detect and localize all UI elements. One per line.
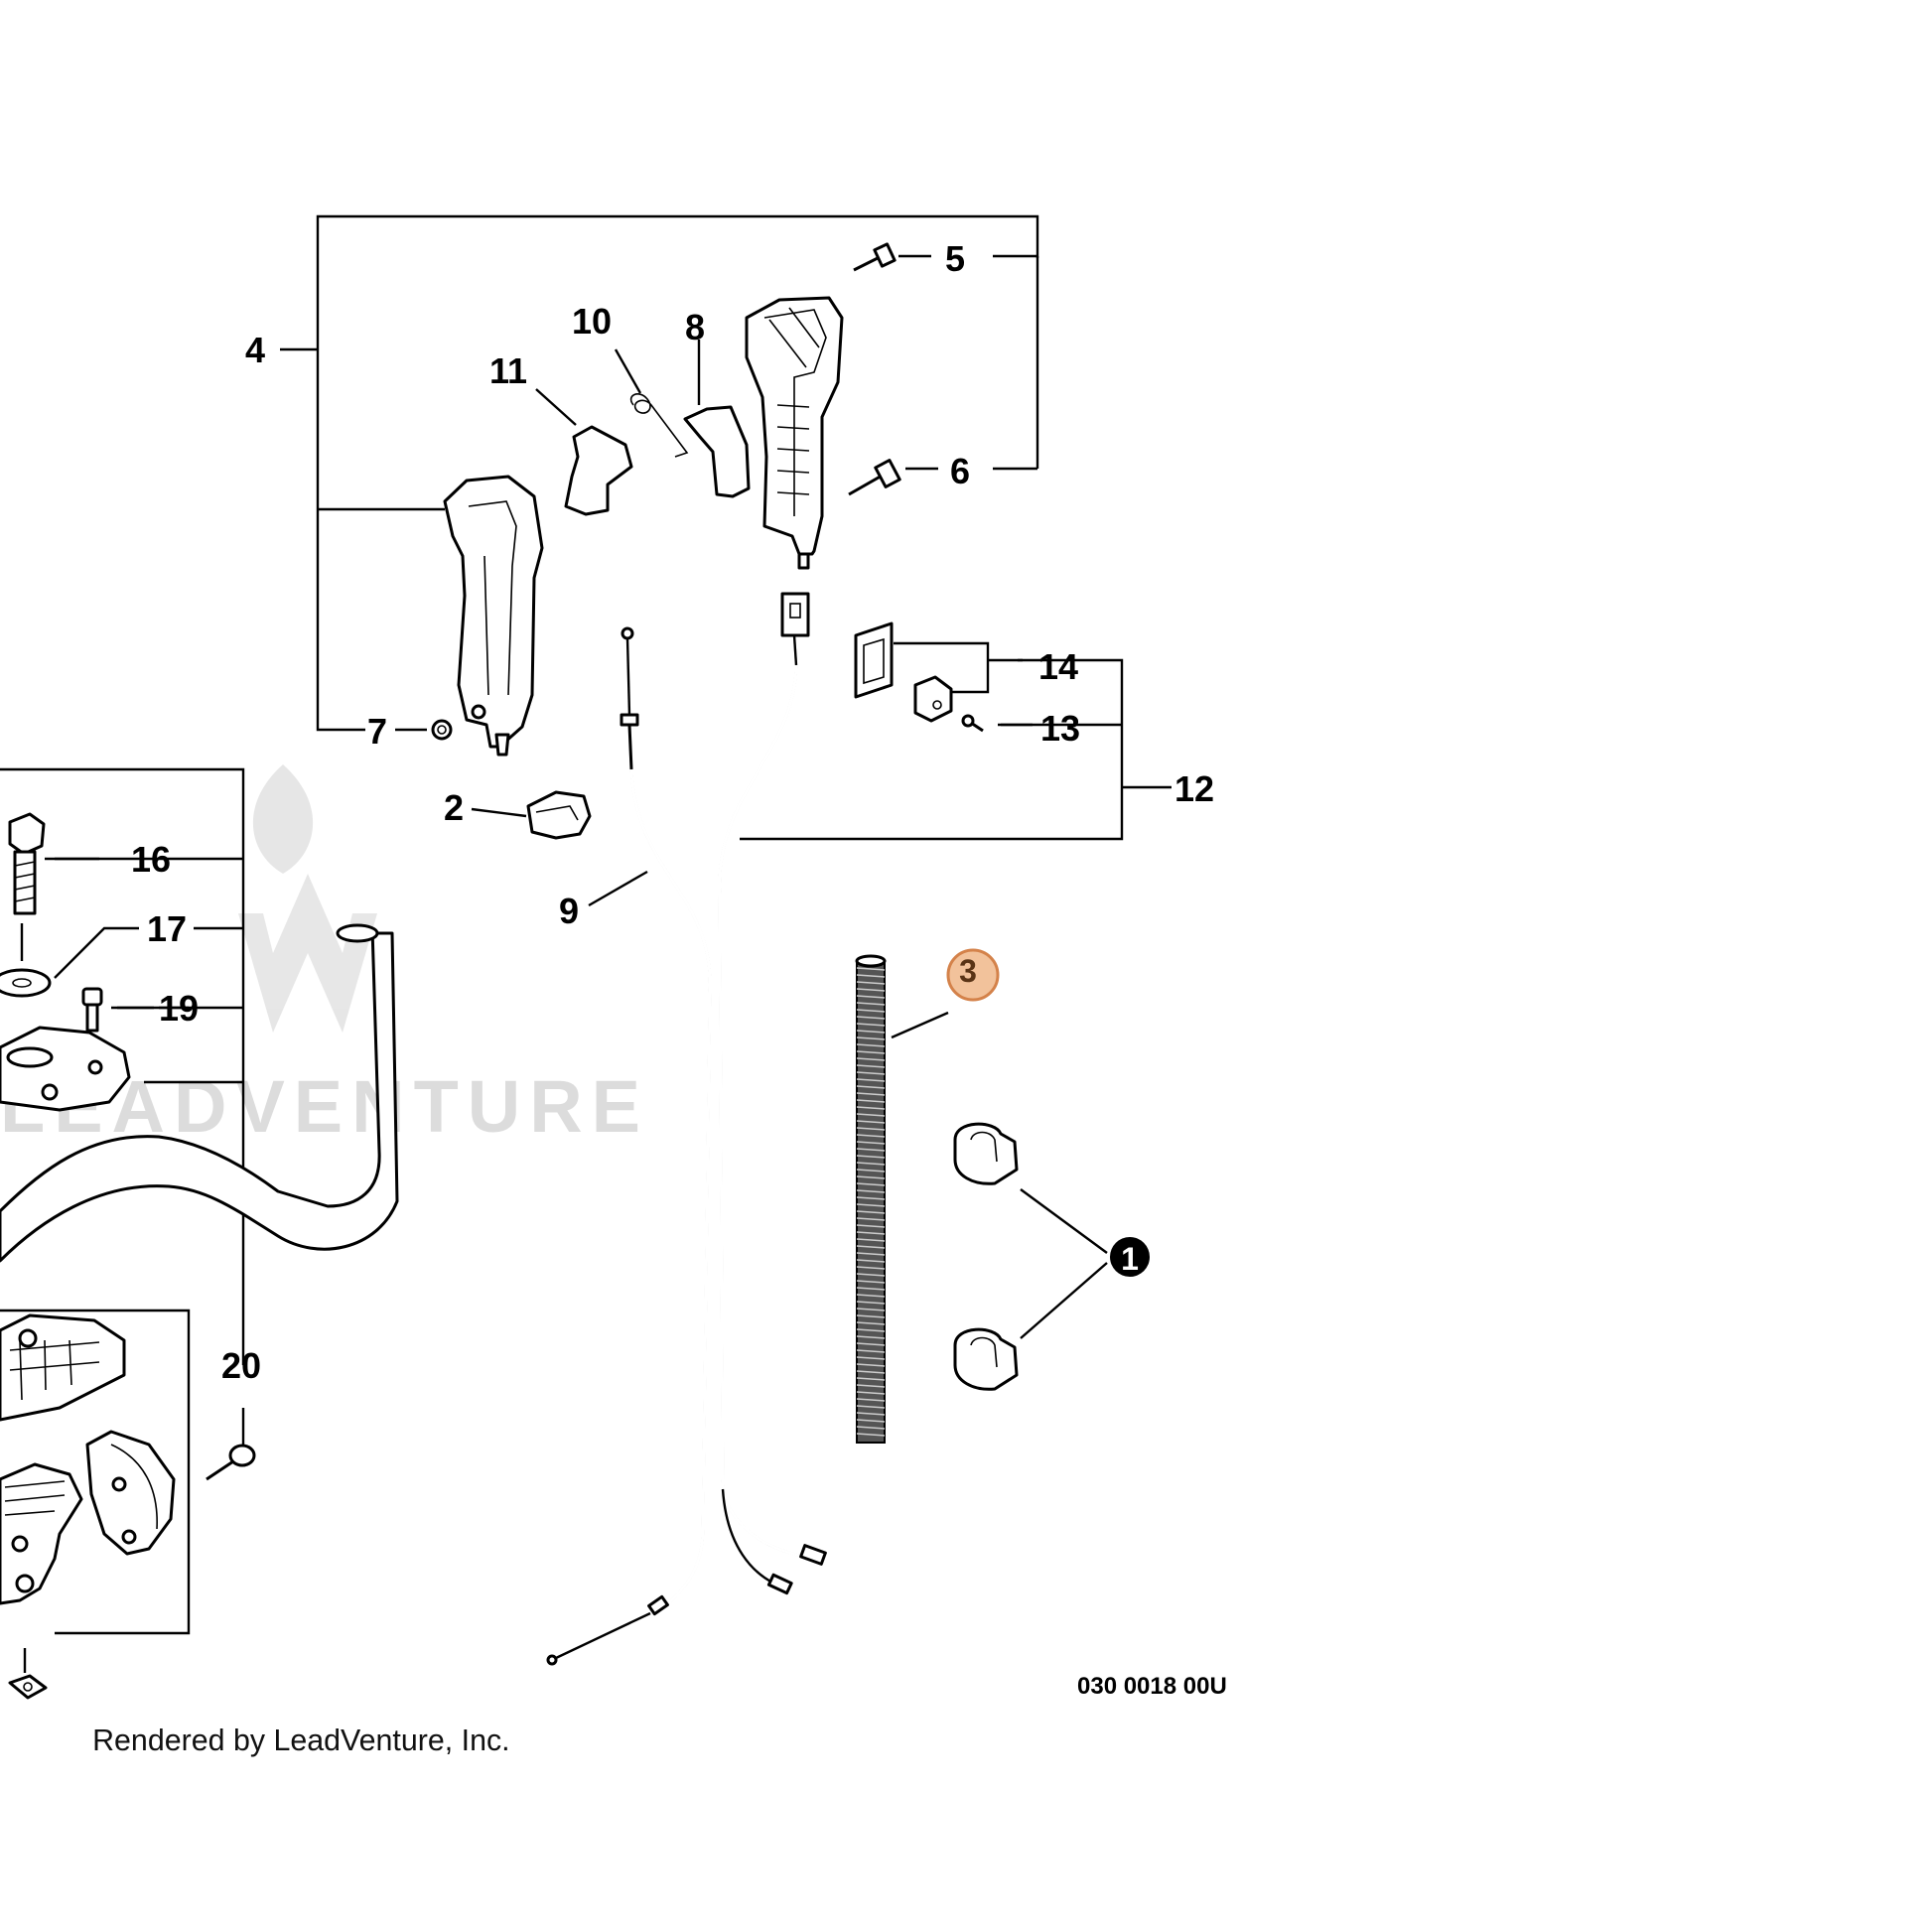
label-2[interactable]: 2 (444, 787, 464, 828)
part-1-clamps (953, 1122, 1108, 1391)
label-7[interactable]: 7 (367, 711, 387, 752)
label-1[interactable]: 1 (1121, 1241, 1139, 1277)
reference-code: 030 0018 00U (1077, 1673, 1227, 1700)
part-10-spring (614, 348, 689, 458)
part-5-screw (853, 242, 931, 272)
handlebar-clamp-lower (0, 1313, 176, 1605)
label-8[interactable]: 8 (685, 307, 705, 347)
label-6[interactable]: 6 (950, 451, 970, 491)
part-8-trigger (683, 340, 751, 498)
label-3[interactable]: 3 (959, 953, 977, 989)
label-14[interactable]: 14 (1038, 646, 1078, 687)
part-17-washer (0, 923, 52, 998)
part-9-throttle-cable (546, 626, 712, 1666)
part-7-nut (395, 719, 453, 741)
credit-text: Rendered by LeadVenture, Inc. (92, 1723, 510, 1757)
square-nut (8, 1648, 48, 1700)
bracket-12 (740, 641, 1172, 841)
label-9[interactable]: 9 (559, 891, 579, 931)
label-10[interactable]: 10 (572, 301, 612, 342)
part-13-screw (961, 714, 1033, 733)
part-4-handle-right-half (745, 296, 844, 570)
part-16-bolt (8, 812, 99, 915)
part-4-handle-left-half (443, 475, 544, 757)
label-12[interactable]: 12 (1174, 768, 1214, 809)
handlebar-tube (0, 923, 399, 1263)
label-19[interactable]: 19 (159, 988, 199, 1029)
label-11[interactable]: 11 (489, 350, 527, 391)
part-2-clip (471, 790, 592, 840)
part-14-switch (854, 621, 953, 723)
watermark-logo: LEADVENTURE (0, 764, 640, 1148)
label-17[interactable]: 17 (147, 908, 187, 949)
part-3-convoluted-tube (855, 954, 949, 1444)
label-4[interactable]: 4 (245, 330, 265, 370)
label-3-highlight (946, 948, 1000, 1002)
part-20-screw (206, 1444, 256, 1481)
bracket-4 (280, 214, 1039, 732)
part-12-wire-harness (718, 592, 827, 1595)
part-6-screw (848, 459, 938, 496)
label-1-badge (1110, 1237, 1150, 1277)
label-5[interactable]: 5 (945, 238, 965, 279)
part-11-lockout (535, 388, 633, 516)
label-13[interactable]: 13 (1040, 708, 1080, 749)
label-16[interactable]: 16 (131, 839, 171, 880)
label-20[interactable]: 20 (221, 1345, 261, 1386)
part-19-screw (81, 987, 154, 1033)
handlebar-clamp-upper (0, 1026, 131, 1112)
